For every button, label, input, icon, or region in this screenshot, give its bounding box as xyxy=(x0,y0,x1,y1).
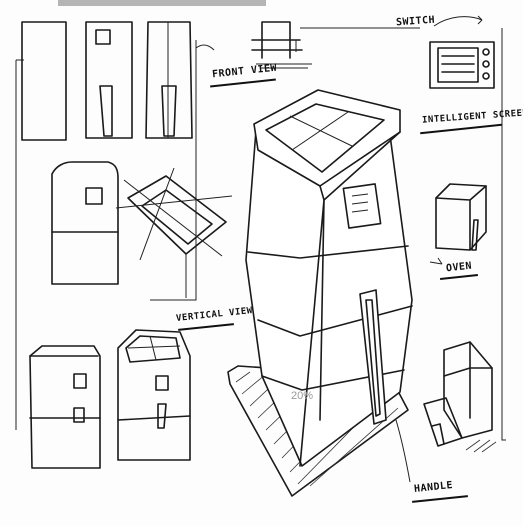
front-view-panel-2 xyxy=(85,21,133,139)
main-appliance xyxy=(227,89,413,497)
bottom-appliance-2 xyxy=(117,329,191,461)
front-view-arrow xyxy=(195,44,215,51)
bottom-appliance-1 xyxy=(29,345,101,469)
loading-progress-bar xyxy=(58,0,266,6)
screen-panel-sketch xyxy=(429,41,495,89)
side-view-appliance xyxy=(51,161,119,285)
oven-sketch xyxy=(435,183,487,251)
loading-progress-text: 20% xyxy=(291,390,314,402)
vertical-view-sketch xyxy=(115,167,233,298)
switch-arrow xyxy=(433,15,483,27)
drawer-sketch xyxy=(423,341,497,453)
handle-arrow xyxy=(395,419,411,483)
front-view-panel-3 xyxy=(145,21,193,139)
oven-arrow xyxy=(429,257,443,265)
front-view-building xyxy=(251,21,312,69)
front-view-panel-1 xyxy=(21,21,67,141)
